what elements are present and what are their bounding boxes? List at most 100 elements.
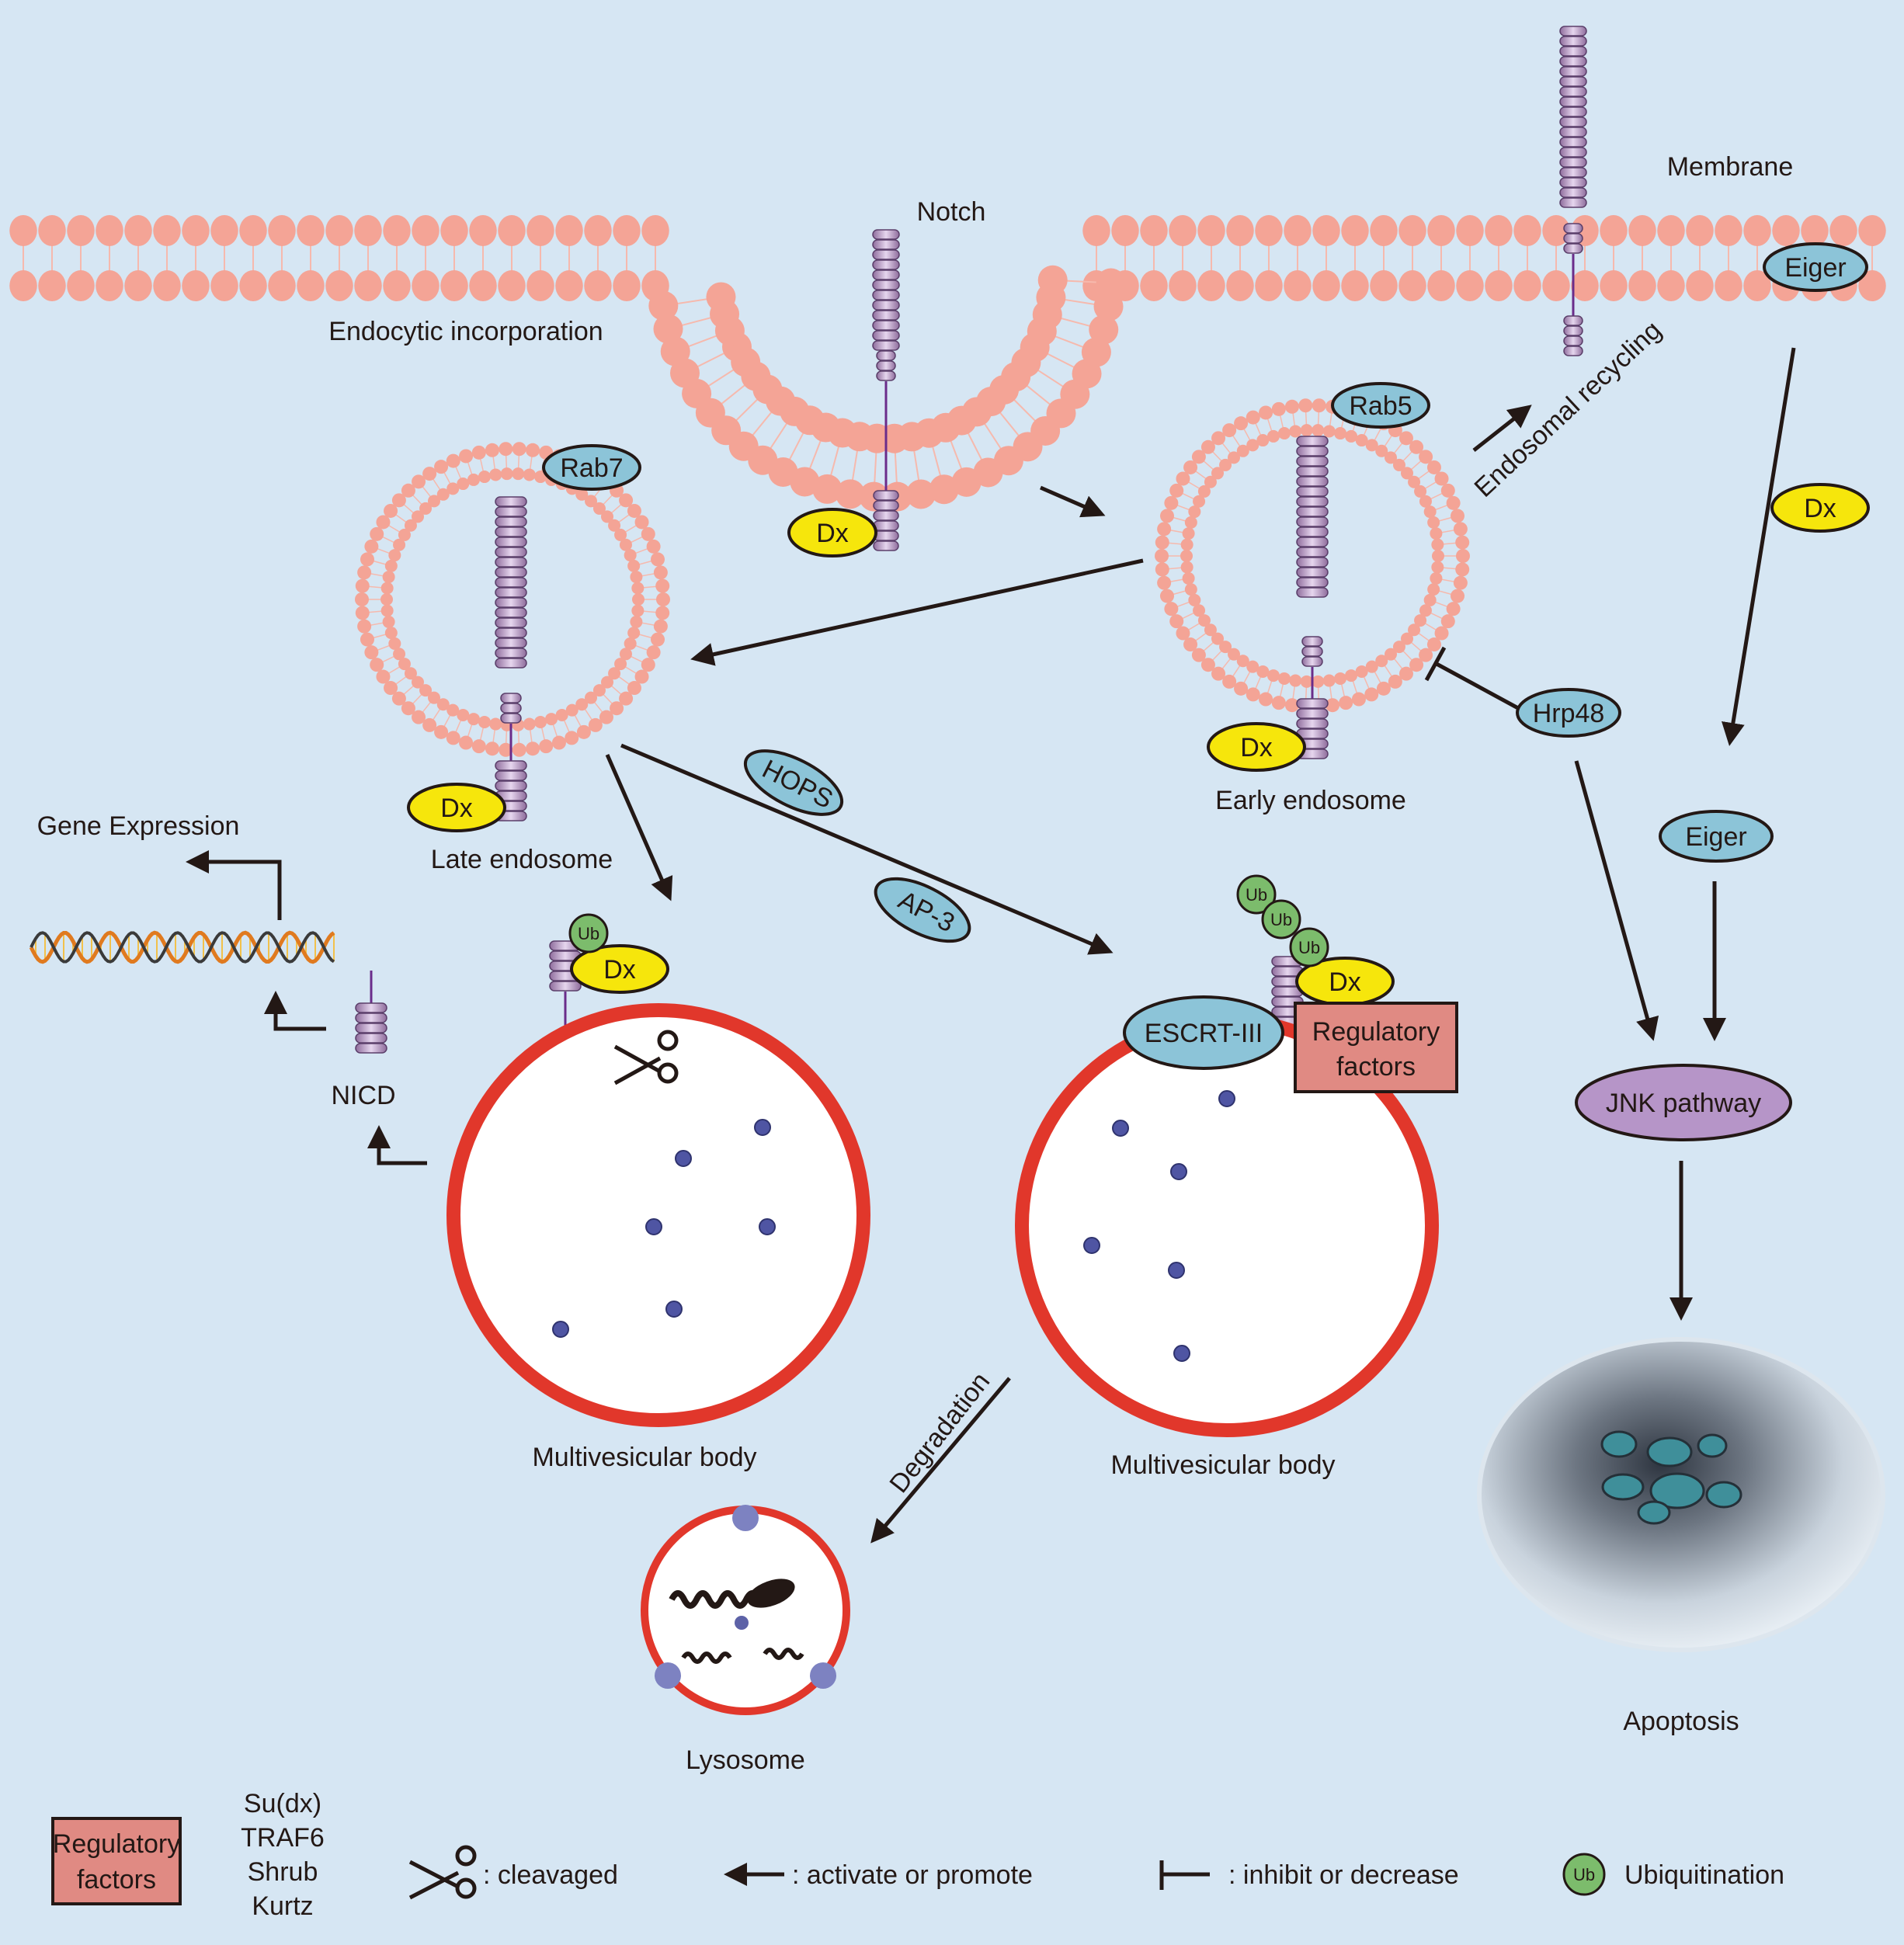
receptor-segment [1296, 486, 1329, 497]
arrow-hrp48-jnk [1574, 760, 1659, 1041]
arrow-recycling [1472, 405, 1532, 452]
label-lysosome: Lysosome [686, 1745, 805, 1775]
lipid-head [1219, 458, 1232, 471]
lipid-head [436, 488, 450, 501]
lipid-head [1451, 589, 1465, 603]
receptor-segment [1301, 646, 1323, 657]
lipid-head [427, 691, 440, 704]
hrp48-inhibition [1424, 646, 1520, 710]
lipid-head [1427, 270, 1455, 301]
receptor-segment [876, 350, 896, 361]
notch-receptor-late-mid [500, 693, 522, 770]
lipid-head [354, 270, 382, 301]
lipid-head [1334, 427, 1347, 440]
lipid-head [1226, 215, 1254, 246]
lipid-head [1289, 674, 1302, 687]
lipid-head [1200, 439, 1215, 454]
lipid-head [1339, 696, 1353, 710]
lipid-head [1388, 674, 1402, 689]
lipid-head [1164, 495, 1179, 510]
label-mvb-left: Multivesicular body [532, 1443, 756, 1472]
receptor-segment [495, 770, 527, 781]
lipid-head [1191, 648, 1206, 662]
receptor-segment [495, 607, 527, 618]
lipid-head [1188, 593, 1201, 606]
dx-oval-pit [787, 508, 877, 557]
lipid-head [1434, 471, 1449, 486]
lipid-head [1259, 405, 1273, 420]
receptor-segment [1563, 325, 1583, 336]
lipid-head [469, 215, 497, 246]
receptor-segment [1296, 516, 1329, 527]
receptor-segment [1559, 167, 1587, 178]
legend-factor-3: Shrub [248, 1857, 318, 1887]
lipid-head [357, 619, 372, 634]
lipid-head [355, 578, 370, 593]
lipid-head [1182, 527, 1195, 540]
lipid-head [641, 658, 655, 672]
receptor-segment [495, 648, 527, 658]
lipid-head [384, 681, 398, 696]
lipid-head [1188, 505, 1201, 519]
lipid-head [1140, 270, 1168, 301]
lipid-head [619, 648, 632, 661]
hrp48-label: Hrp48 [1533, 699, 1605, 728]
lipid-head [412, 215, 440, 246]
lipid-head [1246, 439, 1259, 452]
lipid-head [585, 495, 598, 508]
lipid-head [627, 503, 641, 518]
hops-oval [743, 749, 844, 816]
lipid-head [905, 479, 936, 509]
receptor-segment [495, 627, 527, 638]
receptor-segment [873, 490, 899, 501]
lipid-head [1322, 674, 1336, 687]
eiger-oval-membrane [1763, 242, 1868, 292]
lipid-head [812, 474, 843, 504]
lipid-head [1111, 215, 1139, 246]
receptor-segment [872, 310, 900, 321]
lipid-head [1370, 215, 1398, 246]
lipid-head [631, 604, 645, 617]
receptor-segment [1559, 46, 1587, 57]
lipid-head [1093, 291, 1124, 321]
arrow-late-to-mvb-left [605, 753, 673, 901]
dna-strand-2 [30, 931, 335, 964]
notch-receptor-pit-mid [876, 350, 896, 381]
lipid-head [634, 515, 649, 530]
intraluminal-vesicle [1112, 1120, 1129, 1137]
lipid-head [600, 510, 613, 523]
lipid-head [467, 713, 480, 726]
lipid-head [1176, 626, 1190, 641]
arrow-mvb-to-nicd [367, 1125, 427, 1165]
lipid-head [1392, 458, 1405, 471]
lipid-head [575, 698, 589, 711]
lipid-head [1434, 626, 1449, 641]
dna-strand-1 [29, 930, 335, 964]
lipid-head [1370, 270, 1398, 301]
degraded-fragment-3 [763, 1648, 804, 1660]
dx-label-mvb-right: Dx [1329, 967, 1361, 997]
eiger-label-lower: Eiger [1685, 822, 1746, 852]
lipid-head [499, 442, 513, 457]
lipid-head [1355, 434, 1368, 447]
lipid-head [1686, 270, 1714, 301]
receptor-segment [1559, 147, 1587, 158]
receptor-segment [872, 229, 900, 240]
lipid-head [1456, 549, 1470, 563]
lipid-head [1365, 439, 1378, 452]
lipid-head [592, 502, 606, 515]
lipid-head [1355, 665, 1368, 678]
lipid-head [1157, 522, 1172, 537]
lipid-head [239, 215, 267, 246]
intraluminal-vesicle [552, 1321, 569, 1338]
lipid-head [401, 483, 415, 498]
lipid-head [182, 215, 210, 246]
lipid-head [1657, 215, 1685, 246]
lipid-head [124, 270, 152, 301]
lipid-head [1427, 516, 1440, 529]
receptor-segment [1559, 197, 1587, 208]
lipid-head [459, 449, 474, 464]
lipid-head [9, 270, 37, 301]
